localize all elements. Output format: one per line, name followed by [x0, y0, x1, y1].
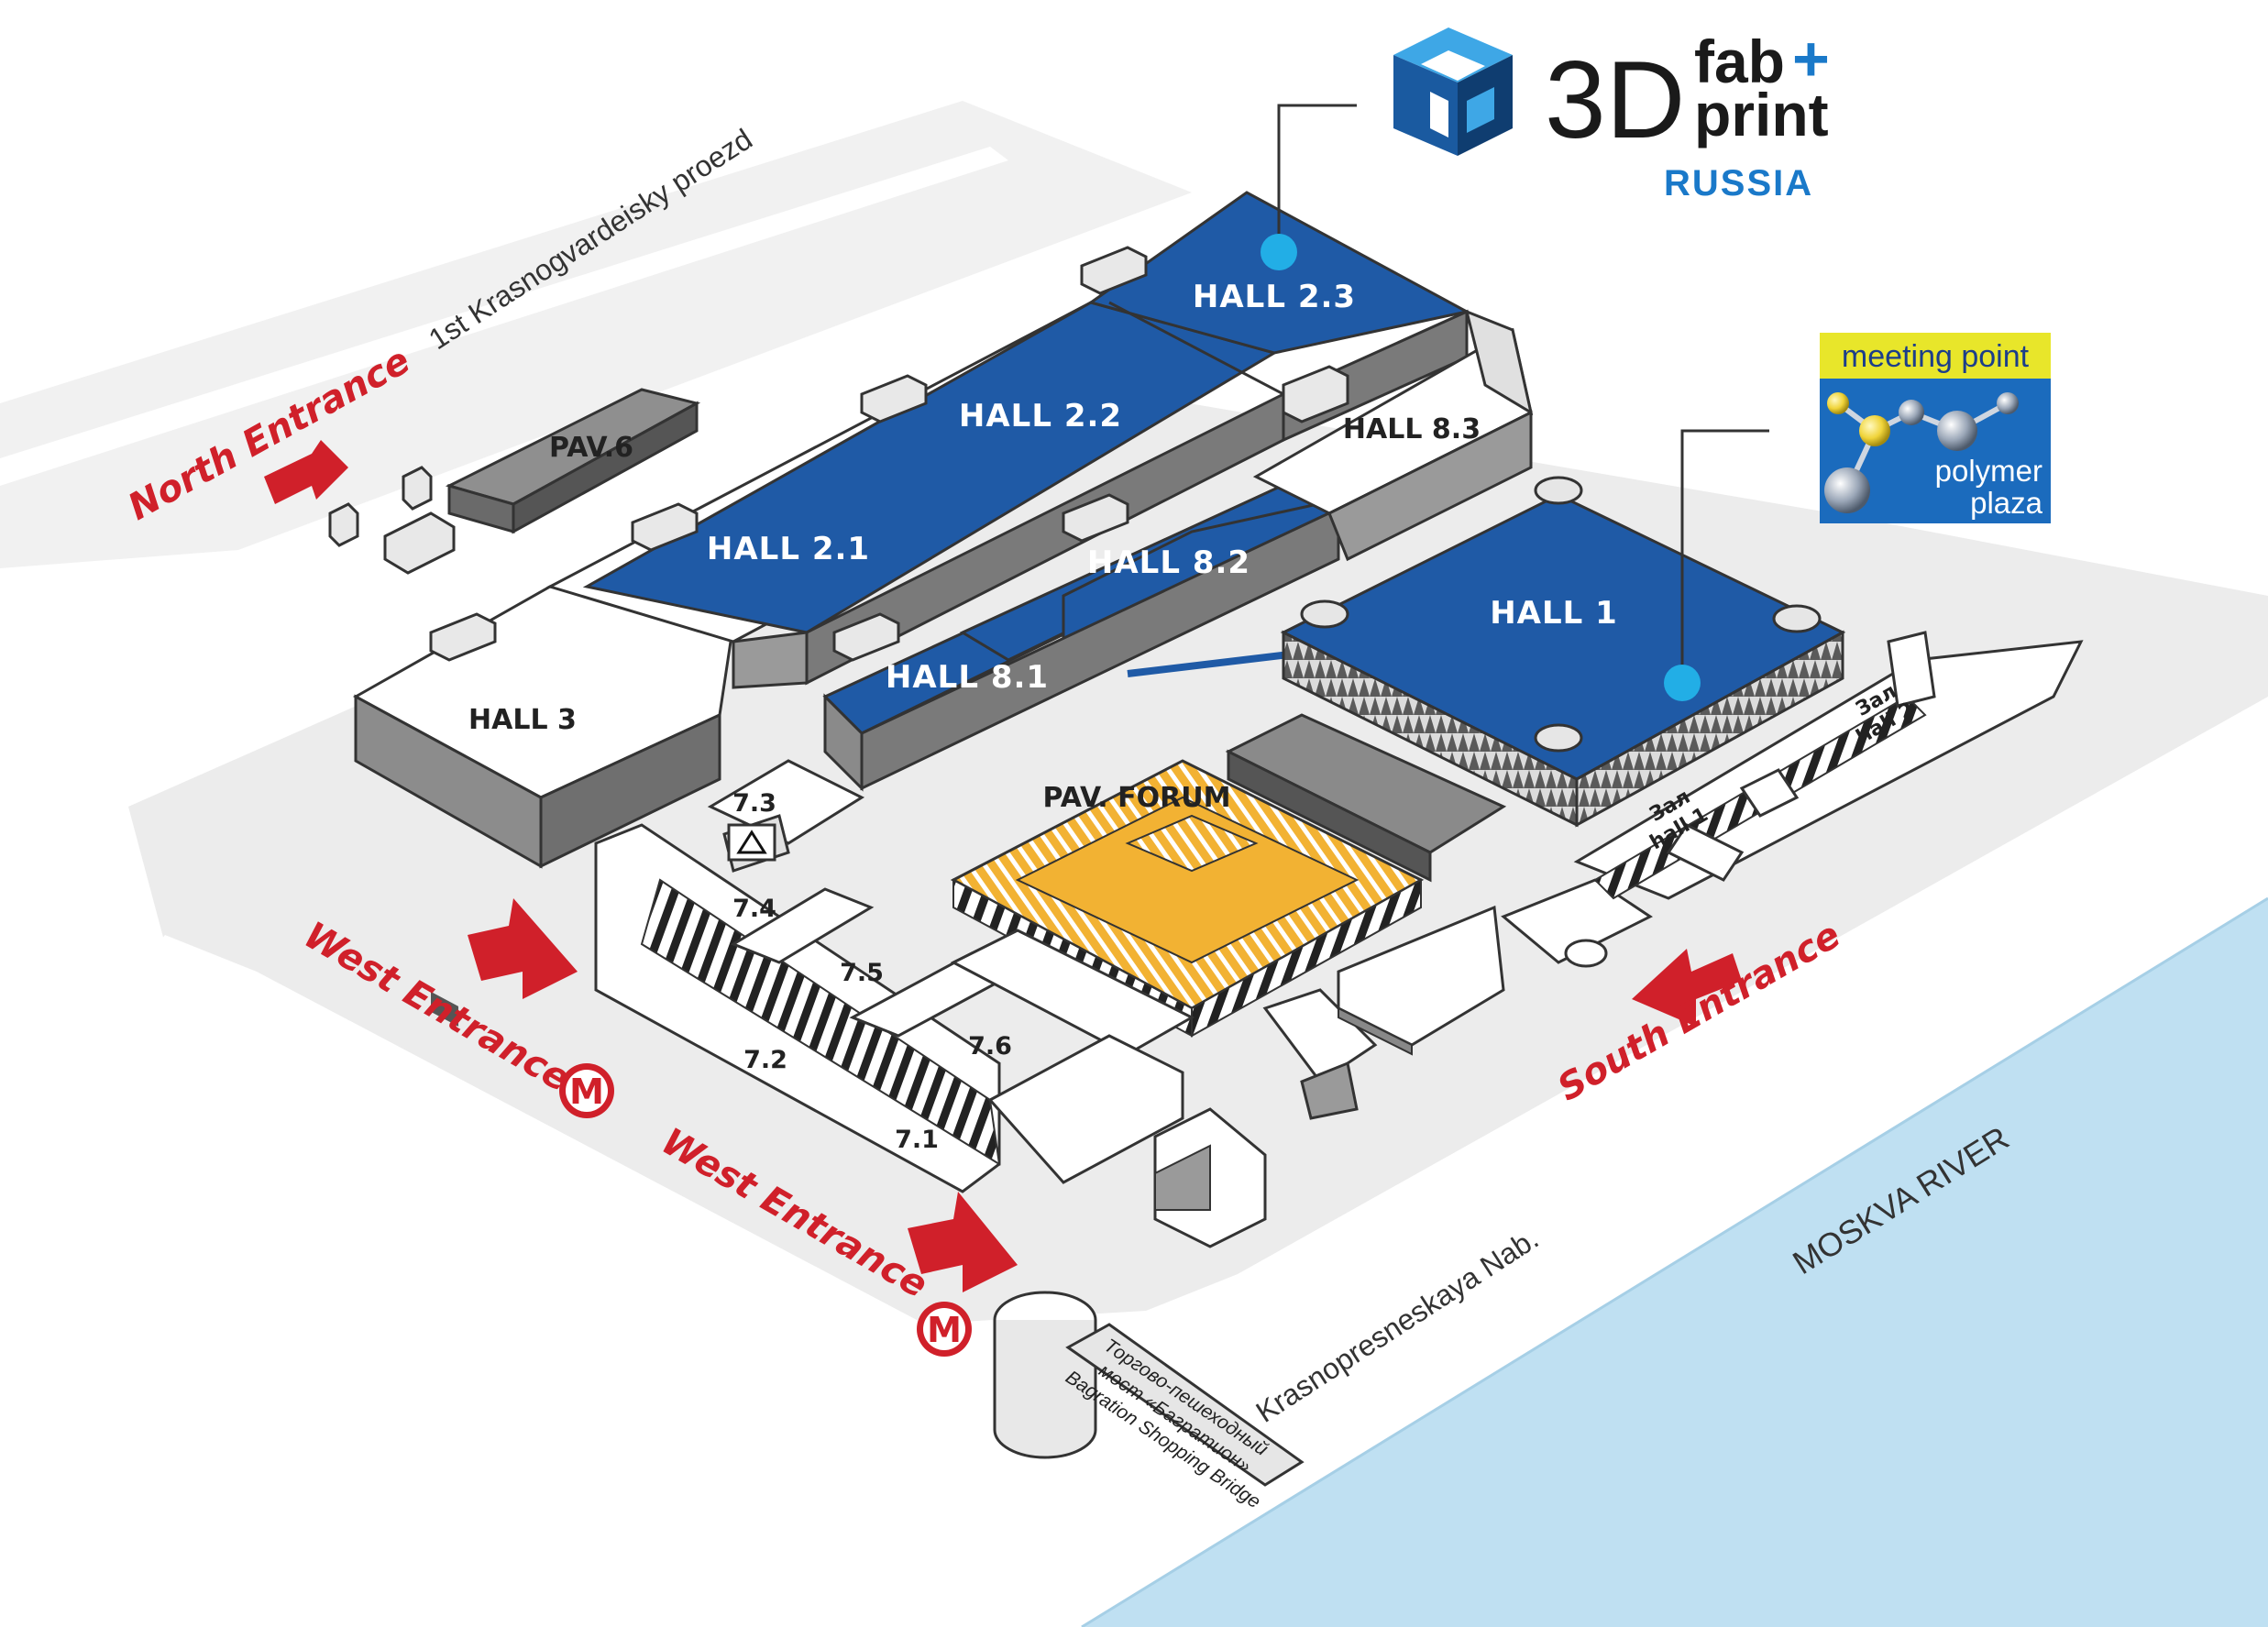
meeting-point-title: meeting point: [1842, 339, 2030, 374]
hall-2-block[interactable]: [546, 191, 1471, 689]
zone-7-3-icon: [727, 823, 776, 862]
hall-2-3-label: HALL 2.3: [1193, 279, 1356, 315]
zone-7-4-label: 7.4: [732, 895, 776, 923]
hall-2-1-label: HALL 2.1: [707, 531, 870, 567]
pav-6-label: PAV.6: [549, 432, 633, 464]
meeting-point-sub1: polymer: [1935, 454, 2042, 488]
small-kiosks: [328, 466, 456, 575]
south-buildings: [1337, 631, 2084, 1056]
bridge-building: [993, 1291, 1305, 1487]
metro-icon-lower[interactable]: M: [917, 1302, 972, 1357]
hall-8-2-label: HALL 8.2: [1087, 544, 1250, 581]
callout-hall-1: [1664, 429, 1769, 701]
logo-fab-text: fab: [1694, 27, 1785, 95]
hall-8-3-label: HALL 8.3: [1343, 413, 1481, 445]
metro-icon-upper[interactable]: M: [559, 1063, 614, 1118]
meeting-point-badge[interactable]: meeting point polymer plaza: [1820, 333, 2051, 523]
pav-6[interactable]: [445, 388, 701, 534]
molecule-icon: [1824, 392, 2019, 513]
logo-3d-fab-print: 3D fab + print RUSSIA: [1393, 23, 1830, 203]
hall-1[interactable]: [1225, 476, 1846, 883]
pav-forum-label: PAV. FORUM: [1043, 782, 1231, 814]
hall-8-3[interactable]: [1252, 309, 1534, 562]
zone-7-5-label: 7.5: [840, 959, 884, 987]
hall-2-2-label: HALL 2.2: [959, 398, 1122, 434]
north-entrance-arrow[interactable]: [264, 440, 348, 504]
marker-hall-1[interactable]: [1664, 665, 1701, 701]
hall-1-label: HALL 1: [1490, 595, 1618, 632]
hall-8-block[interactable]: [822, 475, 1351, 792]
south-entrance-arrow[interactable]: [1632, 949, 1742, 1027]
meeting-point-sub2: plaza: [1970, 486, 2043, 520]
svg-text:M: M: [927, 1310, 962, 1350]
pavilion-7-complex[interactable]: [594, 759, 1378, 1248]
west-entrance-arrow-upper[interactable]: [468, 898, 578, 999]
logo-print-text: print: [1694, 81, 1829, 148]
roof-vents: [429, 246, 1349, 662]
callout-hall-2-3: [1261, 104, 1357, 270]
logo-plus-text: +: [1792, 23, 1830, 94]
logo-russia-text: RUSSIA: [1664, 163, 1813, 203]
hall-3[interactable]: [352, 585, 735, 1027]
hall-8-1-label: HALL 8.1: [886, 659, 1049, 696]
marker-hall-2-3[interactable]: [1261, 234, 1297, 270]
hall-3-label: HALL 3: [468, 704, 577, 736]
zone-7-2-label: 7.2: [743, 1046, 787, 1074]
zone-7-6-label: 7.6: [968, 1032, 1012, 1061]
zone-7-1-label: 7.1: [895, 1126, 939, 1154]
west-entrance-arrow-lower[interactable]: [908, 1192, 1018, 1292]
zone-7-3-label: 7.3: [732, 789, 776, 818]
cube-maze-icon: [1393, 27, 1513, 156]
svg-text:M: M: [569, 1072, 604, 1112]
logo-3d-text: 3D: [1545, 38, 1685, 161]
